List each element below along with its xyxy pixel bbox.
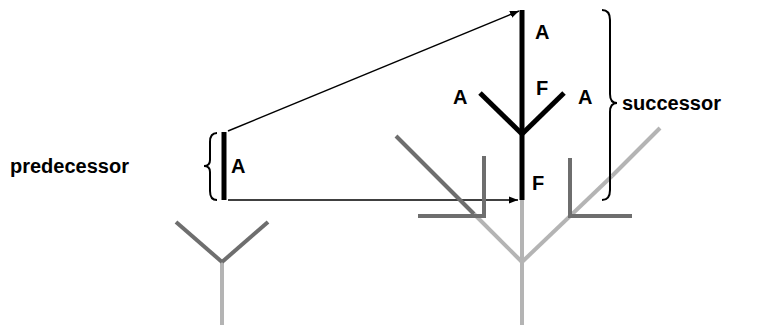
symbol-label: A xyxy=(231,156,245,176)
bracket-label: predecessor xyxy=(10,156,129,176)
symbol-label: A xyxy=(535,22,549,42)
large-tree xyxy=(396,10,660,325)
mapping-arrow xyxy=(228,199,518,201)
small-tree xyxy=(176,132,268,325)
symbol-label: A xyxy=(453,87,467,107)
symbol-label: F xyxy=(536,78,548,98)
symbol-label: F xyxy=(532,173,544,193)
symbol-label: A xyxy=(578,87,592,107)
bracket-label: successor xyxy=(622,93,721,113)
successor-brace xyxy=(602,10,617,200)
mapping-arrow xyxy=(228,11,519,131)
predecessor-brace xyxy=(204,133,217,200)
